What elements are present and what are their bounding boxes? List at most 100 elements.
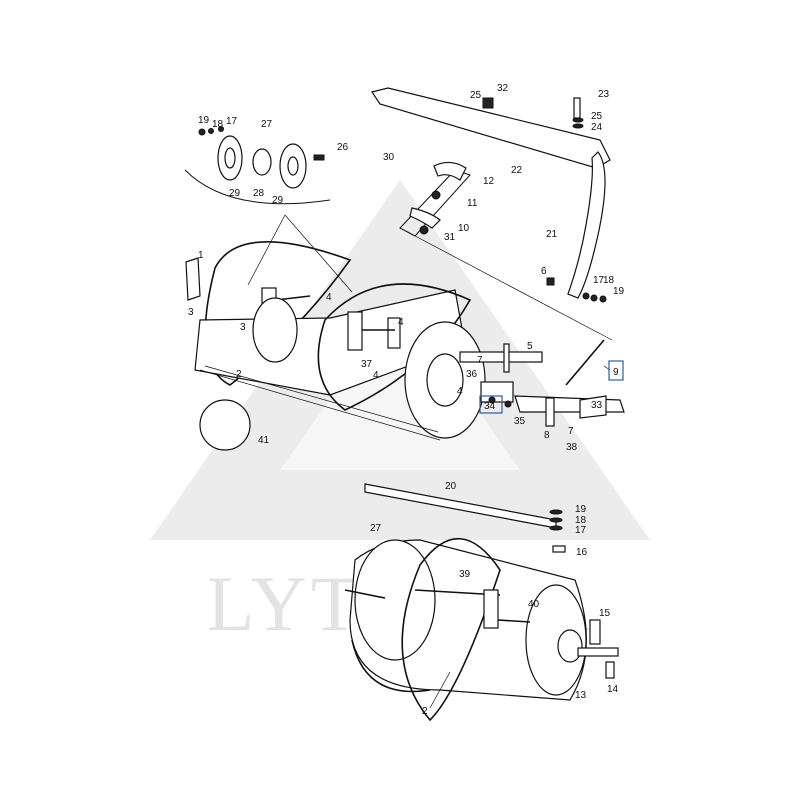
- callout-18-side: 18: [603, 275, 615, 286]
- callout-24: 24: [591, 122, 603, 133]
- callout-34-box: [479, 395, 503, 414]
- mount-bracket-mid: [347, 311, 363, 351]
- callout-28: 28: [253, 188, 265, 199]
- callout-17-side: 17: [593, 275, 605, 286]
- callout-26: 26: [337, 142, 349, 153]
- callout-9-box: [608, 360, 624, 381]
- rod-9: [565, 339, 605, 386]
- washer-18: [208, 128, 214, 134]
- clamp-33: [579, 395, 607, 419]
- callout-3-left: 3: [188, 307, 194, 318]
- callouts: 1 2 2 3 3 4 4 4 4 5 6 7 7 8 9 10 11 12 1…: [188, 83, 625, 717]
- callout-30: 30: [383, 152, 395, 163]
- callout-19-lower: 19: [575, 504, 587, 515]
- callout-27-lower: 27: [370, 523, 382, 534]
- bolt-19: [198, 128, 206, 136]
- callout-13: 13: [575, 690, 587, 701]
- cover-plate-22: [371, 87, 611, 169]
- inset-pointer-a: [247, 214, 286, 286]
- clamp-10: [409, 207, 441, 229]
- callout-19-inset: 19: [198, 115, 210, 126]
- lower-auger-flight: [401, 537, 501, 722]
- callout-35: 35: [514, 416, 526, 427]
- callout-7-a: 7: [477, 355, 483, 366]
- bearing-13: [557, 629, 583, 663]
- frame-guide-line: [399, 227, 613, 341]
- callout-1: 1: [198, 250, 204, 261]
- pin-8: [545, 397, 555, 427]
- leader-2-lower: [429, 671, 451, 709]
- cover-disc-41: [199, 399, 251, 451]
- bearing-block-4: [480, 381, 514, 403]
- bearing-insert: [252, 148, 272, 176]
- bolt-25-top: [482, 97, 494, 109]
- bolt-19-side: [599, 295, 607, 303]
- mount-bracket-right: [387, 317, 401, 349]
- callout-4-d: 4: [457, 386, 463, 397]
- side-plate-1: [185, 257, 201, 301]
- nut-17-side: [582, 292, 590, 300]
- nut-35: [504, 400, 512, 408]
- callout-7-b: 7: [568, 426, 574, 437]
- lower-auger-assembly: [344, 483, 619, 722]
- callout-38: 38: [566, 442, 578, 453]
- callout-22: 22: [511, 165, 523, 176]
- lower-drum-end-left: [354, 539, 436, 661]
- bolt-6: [546, 277, 555, 286]
- callout-4-c: 4: [373, 370, 379, 381]
- bolt-11: [431, 190, 441, 200]
- drum-end-hub: [426, 353, 464, 407]
- lower-drum-end-right: [525, 584, 587, 696]
- bolt-5: [503, 343, 510, 373]
- washer-18-lower: [549, 517, 563, 523]
- callout-10: 10: [458, 223, 470, 234]
- drum-shade-line-2: [204, 365, 439, 433]
- axle-tube: [514, 395, 625, 413]
- nut-17: [218, 126, 224, 132]
- set-screw: [313, 154, 325, 161]
- callout-9: 9: [613, 367, 619, 378]
- lock-washer-24: [572, 123, 584, 129]
- callout-12: 12: [483, 176, 495, 187]
- callout-3-mid: 3: [240, 322, 246, 333]
- shaft-40: [497, 619, 531, 623]
- callout-2-upper: 2: [236, 369, 242, 380]
- drive-shaft: [459, 351, 543, 363]
- callout-40: 40: [528, 599, 540, 610]
- callout-4-b: 4: [398, 317, 404, 328]
- callout-8: 8: [544, 430, 550, 441]
- side-bracket-21: [567, 151, 606, 299]
- stub-shaft-left: [344, 589, 386, 599]
- callout-18-inset: 18: [212, 119, 224, 130]
- inset-pointer-b: [284, 214, 353, 293]
- callout-14: 14: [607, 684, 619, 695]
- callout-19-side: 19: [613, 286, 625, 297]
- inset-outline: [184, 169, 331, 205]
- bolt-14: [605, 661, 615, 679]
- callout-25-right: 25: [591, 111, 603, 122]
- callout-36: 36: [466, 369, 478, 380]
- bracket-4-lower: [483, 589, 499, 629]
- callout-5: 5: [527, 341, 533, 352]
- callout-25-top: 25: [470, 90, 482, 101]
- callout-33: 33: [591, 400, 603, 411]
- nut-17-lower: [549, 525, 563, 531]
- callout-4-a: 4: [326, 292, 332, 303]
- callout-16: 16: [576, 547, 588, 558]
- bolt-19-lower: [549, 509, 563, 515]
- bolt-23: [573, 97, 581, 119]
- flange-bore-left: [224, 147, 236, 169]
- inspection-hole: [252, 297, 298, 363]
- washer-18-side: [590, 294, 598, 302]
- callout-11: 11: [467, 198, 478, 209]
- callout-2-lower: 2: [422, 706, 428, 717]
- callout-21: 21: [546, 229, 558, 240]
- callout-17-inset: 17: [226, 116, 238, 127]
- bearing-detail-inset: [184, 126, 353, 293]
- callout-27-inset: 27: [261, 119, 273, 130]
- bolt-34: [488, 396, 496, 404]
- lower-flight-tail: [351, 639, 431, 693]
- callout-15: 15: [599, 608, 611, 619]
- callout-39: 39: [459, 569, 471, 580]
